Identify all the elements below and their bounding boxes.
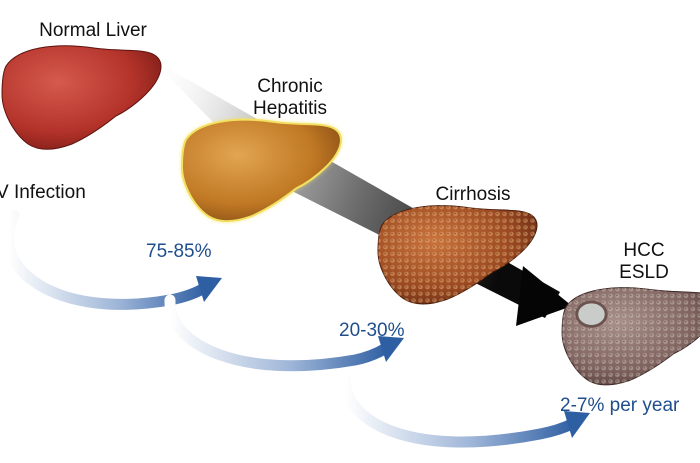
transition-arrow-2 (164, 294, 404, 372)
transition-arrow-3 (339, 372, 590, 448)
transition-arrow-1 (3, 209, 222, 310)
progression-arrowhead (516, 266, 572, 326)
transition-percent-1: 75-85% (146, 241, 212, 262)
hepatitis-liver-image (181, 118, 342, 223)
hcc-esld-label: HCC ESLD (604, 240, 684, 284)
normal-liver-image (1, 45, 162, 150)
chronic-hepatitis-label-line1: Chronic (257, 76, 323, 97)
normal-liver-label: Normal Liver (39, 20, 147, 41)
esld-label-line2: ESLD (619, 262, 669, 283)
hcc-liver-image (561, 287, 700, 386)
transition-percent-2: 20-30% (339, 320, 405, 341)
chronic-hepatitis-label-line2: Hepatitis (253, 98, 327, 119)
cirrhosis-label: Cirrhosis (435, 184, 511, 205)
transition-percent-3: 2-7% per year (560, 395, 680, 416)
hcc-label-line1: HCC (623, 240, 665, 261)
chronic-hepatitis-label: Chronic Hepatitis (220, 76, 360, 120)
infection-label: V Infection (0, 182, 86, 203)
tumor-lesion (575, 300, 608, 328)
